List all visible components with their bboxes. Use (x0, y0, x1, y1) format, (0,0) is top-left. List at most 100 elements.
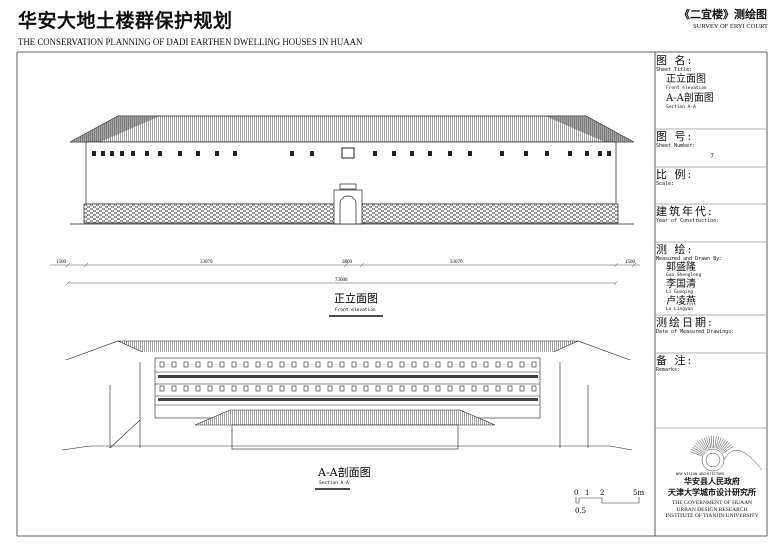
section-window (471, 385, 477, 392)
scale-tick-2: 2 (600, 489, 604, 497)
section-window (399, 385, 405, 392)
dimension-tick (83, 262, 89, 268)
logo-ray (693, 445, 704, 453)
scale-tick-1: 1 (585, 489, 589, 497)
section-window (435, 361, 441, 368)
logo-ray (692, 447, 703, 454)
elevation-window (428, 151, 432, 156)
elevation-window (310, 151, 314, 156)
section-window (207, 385, 213, 392)
section-window (327, 385, 333, 392)
elevation-window (131, 151, 135, 156)
title-block-scale: 比 例: Scale: (656, 169, 768, 188)
org-cn-1: 华安县人民政府 (684, 477, 740, 486)
sheet-title-cn: 华安大地土楼群保护规划 (18, 10, 233, 32)
logo-ray (699, 439, 707, 451)
remarks-label: 备 注: (656, 354, 694, 367)
dimension-tick (359, 262, 365, 268)
logo-ray (703, 437, 709, 449)
sheet-title-label: 图 名: (656, 54, 694, 67)
logo-text: NEW VISION ARCHITECTURE (676, 472, 725, 476)
title-block-date: 测绘日期: Date of Measured Drawings: (656, 316, 768, 336)
elevation-window (585, 151, 589, 156)
elevation-window (410, 151, 414, 156)
section-window (507, 361, 513, 368)
logo-ray (718, 438, 724, 450)
sheet-title-en: THE CONSERVATION PLANNING OF DADI EARTHE… (18, 38, 363, 48)
section-window (411, 361, 417, 368)
section-label-cn: A-A剖面图 (317, 465, 371, 479)
elevation-window (524, 151, 528, 156)
elevation-window (598, 151, 602, 156)
logo-ray (714, 436, 717, 449)
title-block-year: 建筑年代: Year of Construction: (656, 205, 768, 225)
section-window (267, 361, 273, 368)
drawer-1: 郭盛隆 (666, 262, 696, 273)
scale-tick-0: 0 (574, 489, 578, 497)
sheet-title-1-en: Front elevation (666, 86, 707, 91)
logo-ray (721, 442, 730, 452)
logo-ray (695, 443, 705, 452)
drawer-2: 李国清 (666, 279, 696, 290)
section-window (339, 385, 345, 392)
remarks-label-en: Remarks: (656, 367, 681, 373)
section-window (303, 361, 309, 368)
section-window (399, 361, 405, 368)
logo-ray (720, 440, 728, 451)
section-window (423, 361, 429, 368)
logo-ray (722, 444, 732, 453)
section-lower-roof (194, 409, 496, 426)
elevation-window (568, 151, 572, 156)
elevation-window (120, 151, 124, 156)
section-window (483, 385, 489, 392)
org-en-2: URBAN DESIGN RESEARCH (676, 506, 748, 513)
org-en-1: THE GOVERNMENT OF HUAAN (671, 500, 753, 506)
section-window (411, 385, 417, 392)
section-window (363, 361, 369, 368)
year-label: 建筑年代: (656, 205, 714, 218)
scale-sub-tick: 0.5 (575, 507, 586, 515)
elevation-windows (92, 151, 611, 156)
section-window (207, 361, 213, 368)
sheet-title-2-en: Section A-A (666, 105, 696, 110)
title-block-sheet-title: 图 名: Sheet Title: 正立面图 Front elevation A… (656, 55, 768, 111)
institute-logo (690, 436, 763, 472)
sheet-frame (16, 51, 768, 537)
elevation-label-en: Front elevation (335, 307, 376, 313)
drawer-1-en: Guo Shenglong (666, 273, 702, 278)
sheet-title-label-en: Sheet Title: (656, 67, 693, 73)
dimension-tick (613, 262, 619, 268)
logo-ray (711, 436, 713, 449)
section-window (159, 361, 165, 368)
section-window (195, 385, 201, 392)
section-window (447, 385, 453, 392)
sheet-number: 7 (710, 153, 714, 160)
year-label-en: Year of Construction: (656, 218, 720, 224)
section-window (255, 385, 261, 392)
drawn-by-label-en: Measured and Drawn By: (656, 256, 723, 262)
section-window (171, 361, 177, 368)
section-window (279, 385, 285, 392)
date-label: 测绘日期: (656, 316, 714, 329)
title-block-sheet-number: 图 号: Sheet Number: 7 (656, 131, 768, 161)
logo-ray (716, 437, 722, 449)
logo-ray (701, 438, 708, 450)
dimension-3: 3860 (342, 260, 353, 265)
section-window (327, 361, 333, 368)
section-window (375, 361, 381, 368)
dimension-tick (65, 280, 71, 286)
elevation-window (448, 151, 452, 156)
section-window (315, 385, 321, 392)
section-window (231, 385, 237, 392)
section-balustrade (158, 375, 538, 378)
elevation-window (607, 151, 611, 156)
drawer-3: 卢凌燕 (666, 296, 696, 307)
drawer-2-en: Li Guoqing (666, 290, 694, 295)
section-window (387, 361, 393, 368)
survey-title-en: SURVEY OF ERYI COURT (693, 23, 768, 30)
elevation-window (215, 151, 219, 156)
front-elevation-drawing (69, 115, 635, 225)
section-window (195, 361, 201, 368)
section-window (243, 361, 249, 368)
elevation-window (500, 151, 504, 156)
